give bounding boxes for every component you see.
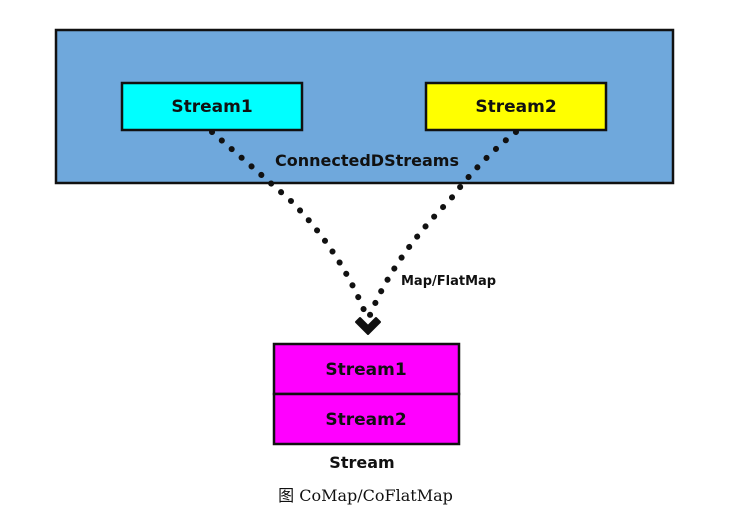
connector-stream2 [367, 129, 519, 318]
figure-caption: 图 CoMap/CoFlatMap [278, 486, 453, 505]
output-stream-stack: Stream1 Stream2 [272, 342, 461, 446]
output-stream1-box [272, 342, 461, 396]
input-stream1-box [120, 81, 304, 132]
input-stream1-label: Stream1 [171, 97, 252, 117]
arrow-head-icon [355, 317, 381, 335]
map-flatmap-label: Map/FlatMap [401, 274, 496, 289]
input-stream2-box [424, 81, 608, 132]
output-stream-label: Stream [329, 453, 394, 472]
output-stream2-box [272, 392, 461, 446]
connector-stream1 [209, 129, 369, 318]
output-stream1-label: Stream1 [325, 360, 406, 380]
input-stream2: Stream2 [424, 81, 608, 132]
input-stream1: Stream1 [120, 81, 304, 132]
input-stream2-label: Stream2 [475, 97, 556, 117]
output-stream2-label: Stream2 [325, 410, 406, 430]
dotted-connectors [209, 129, 519, 318]
connected-dstreams-label: ConnectedDStreams [275, 151, 459, 170]
